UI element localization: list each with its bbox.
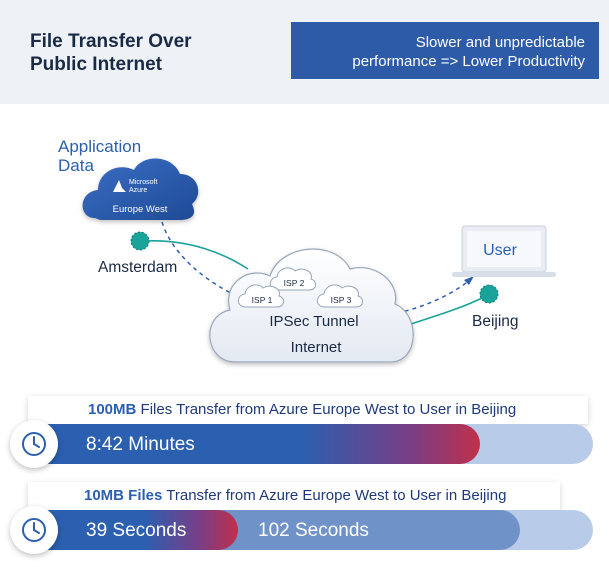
amsterdam-node	[131, 232, 149, 250]
app-label-line1: Application	[58, 137, 141, 156]
arrow-head-icon	[464, 276, 474, 285]
header: File Transfer Over Public Internet Slowe…	[0, 0, 609, 104]
progress-fill-10mb-fast	[30, 510, 238, 550]
isp3-label: ISP 3	[331, 295, 352, 305]
transfer-title-10mb: 10MB Files Transfer from Azure Europe We…	[84, 487, 506, 504]
internet-label: Internet	[291, 339, 343, 356]
laptop-icon	[452, 225, 556, 277]
isp2-cloud: ISP 2	[269, 267, 317, 291]
internet-to-beijing-line	[404, 296, 485, 327]
transfer-card-10mb	[28, 482, 560, 510]
amsterdam-to-internet-line	[144, 240, 249, 270]
performance-banner: Slower and unpredictable performance => …	[291, 22, 599, 79]
azure-brand: Microsoft Azure	[129, 179, 159, 194]
clock-icon	[10, 506, 58, 554]
azure-logo-icon	[113, 180, 126, 192]
transfer-size: 10MB	[84, 487, 125, 504]
amsterdam-label: Amsterdam	[98, 259, 177, 276]
transfer-desc: Transfer from Azure Europe West to User …	[162, 487, 507, 504]
isp3-cloud: ISP 3	[316, 284, 364, 308]
isp1-label: ISP 1	[252, 295, 273, 305]
ipsec-tunnel-label: IPSec Tunnel	[269, 313, 358, 330]
azure-cloud	[82, 158, 199, 220]
transfer-desc: Files Transfer from Azure Europe West to…	[136, 401, 517, 418]
beijing-node	[480, 285, 498, 303]
page-title: File Transfer Over Public Internet	[30, 31, 192, 75]
azure-region: Europe West	[113, 204, 168, 215]
app-label-line2: Data	[58, 156, 94, 175]
clock-icon	[10, 420, 58, 468]
transfer-card-100mb	[28, 396, 588, 424]
isp1-cloud: ISP 1	[237, 284, 285, 308]
transfer-size: 100MB	[88, 401, 137, 418]
duration-label-10mb: 39 Seconds	[86, 520, 187, 541]
beijing-label: Beijing	[472, 313, 519, 330]
transfer-size-rest: Files	[124, 487, 163, 504]
internet-cloud	[209, 248, 414, 363]
transfer-title-100mb: 100MB Files Transfer from Azure Europe W…	[88, 401, 516, 418]
progress-fill-100mb	[30, 424, 480, 464]
duration-label-100mb: 8:42 Minutes	[86, 434, 195, 455]
isp2-label: ISP 2	[284, 278, 305, 288]
user-label: User	[483, 242, 517, 259]
application-data-label: Application Data	[58, 137, 146, 175]
network-diagram: Application Data Microsoft Azure Europe …	[0, 104, 609, 394]
duration-label-10mb-slow: 102 Seconds	[258, 520, 369, 541]
